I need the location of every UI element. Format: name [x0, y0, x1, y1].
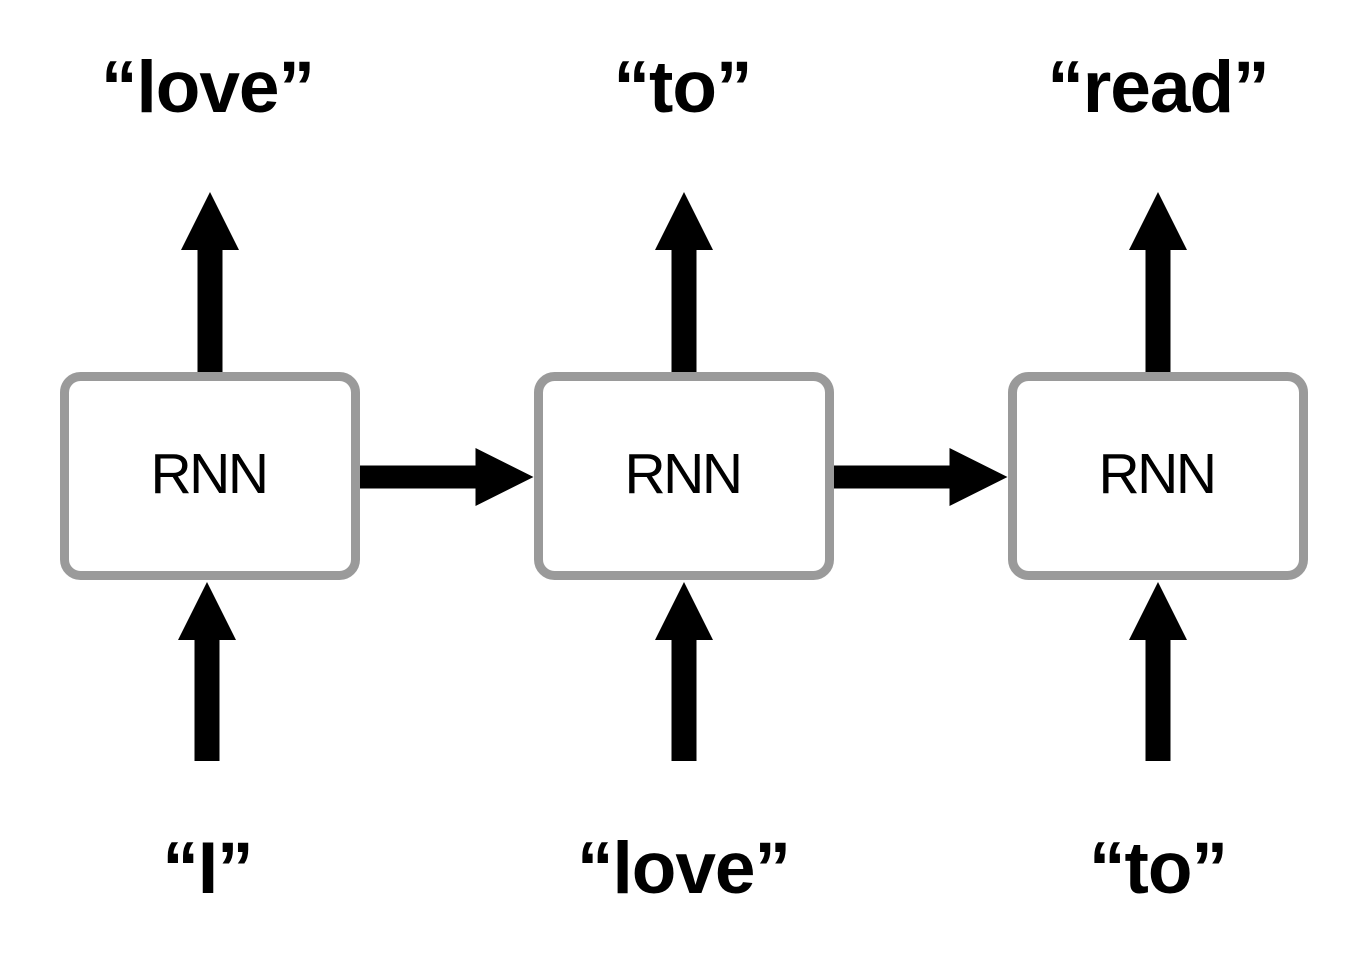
svg-text:“love”: “love”	[101, 47, 314, 128]
svg-text:“to”: “to”	[1089, 828, 1227, 909]
svg-text:RNN: RNN	[1099, 442, 1215, 506]
svg-text:“I”: “I”	[162, 828, 252, 909]
svg-text:“to”: “to”	[614, 47, 752, 128]
svg-text:“love”: “love”	[577, 828, 790, 909]
svg-text:RNN: RNN	[625, 442, 741, 506]
svg-text:“read”: “read”	[1047, 47, 1268, 128]
svg-text:RNN: RNN	[151, 442, 267, 506]
